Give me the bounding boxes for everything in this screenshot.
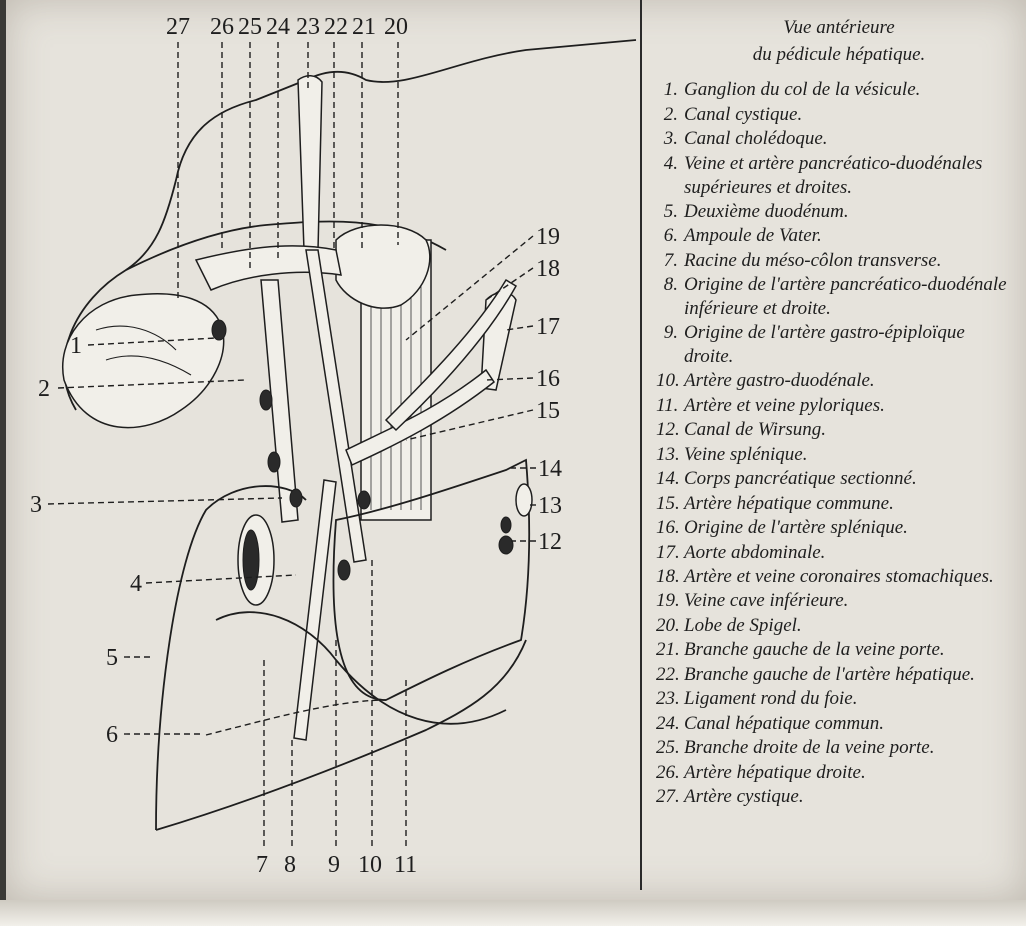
- label-14: 14: [538, 456, 562, 482]
- label-2: 2: [38, 376, 50, 402]
- label-20: 20: [384, 14, 408, 40]
- book-page: 27 26 25 24 23 22 21 20 1 2 3 4 5 6 19 1…: [6, 0, 1026, 900]
- gastroduodenal-artery: [294, 480, 336, 740]
- label-26: 26: [210, 14, 234, 40]
- right-labels: 19 18 17 16 15 14 13 12: [536, 224, 562, 555]
- legend-item: 22.Branche gauche de l'artère hépatique.: [656, 663, 1016, 688]
- label-5: 5: [106, 645, 118, 671]
- legend-item: 24.Canal hépatique commun.: [656, 712, 1016, 737]
- caption-line-1: Vue antérieure: [662, 14, 1016, 41]
- legend-item: 8.Origine de l'artère pancréatico-duodén…: [656, 273, 1016, 321]
- legend-list: 1.Ganglion du col de la vésicule. 2.Cana…: [656, 78, 1016, 810]
- gallbladder: [63, 294, 224, 428]
- label-7: 7: [256, 852, 268, 878]
- splenic-vein-section: [516, 484, 532, 516]
- legend-item: 13.Veine splénique.: [656, 443, 1016, 468]
- label-27: 27: [166, 14, 190, 40]
- legend-item: 6.Ampoule de Vater.: [656, 224, 1016, 249]
- label-23: 23: [296, 14, 320, 40]
- legend-item: 21.Branche gauche de la veine porte.: [656, 638, 1016, 663]
- legend-item: 10.Artère gastro-duodénale.: [656, 369, 1016, 394]
- label-12: 12: [538, 529, 562, 555]
- label-3: 3: [30, 492, 42, 518]
- figure-legend: Vue antérieure du pédicule hépatique. 1.…: [656, 14, 1016, 810]
- legend-item: 2.Canal cystique.: [656, 103, 1016, 128]
- legend-item: 5.Deuxième duodénum.: [656, 200, 1016, 225]
- label-11: 11: [394, 852, 417, 878]
- label-16: 16: [536, 366, 560, 392]
- legend-item: 23.Ligament rond du foie.: [656, 687, 1016, 712]
- legend-item: 11.Artère et veine pyloriques.: [656, 394, 1016, 419]
- label-18: 18: [536, 256, 560, 282]
- label-4: 4: [130, 571, 142, 597]
- label-17: 17: [536, 314, 560, 340]
- label-9: 9: [328, 852, 340, 878]
- label-6: 6: [106, 722, 118, 748]
- legend-item: 25.Branche droite de la veine porte.: [656, 736, 1016, 761]
- legend-item: 15.Artère hépatique commune.: [656, 492, 1016, 517]
- legend-item: 3.Canal cholédoque.: [656, 127, 1016, 152]
- page-bottom-edge: [0, 900, 1026, 926]
- label-10: 10: [358, 852, 382, 878]
- legend-item: 12.Canal de Wirsung.: [656, 418, 1016, 443]
- label-22: 22: [324, 14, 348, 40]
- round-ligament: [298, 76, 322, 250]
- caption-line-2: du pédicule hépatique.: [662, 41, 1016, 68]
- legend-item: 14.Corps pancréatique sectionné.: [656, 467, 1016, 492]
- label-21: 21: [352, 14, 376, 40]
- legend-item: 27.Artère cystique.: [656, 785, 1016, 810]
- legend-item: 19.Veine cave inférieure.: [656, 589, 1016, 614]
- label-8: 8: [284, 852, 296, 878]
- label-25: 25: [238, 14, 262, 40]
- figure-frame-line: [640, 0, 642, 890]
- label-15: 15: [536, 398, 560, 424]
- anatomical-illustration: 27 26 25 24 23 22 21 20 1 2 3 4 5 6 19 1…: [6, 0, 646, 900]
- label-1: 1: [70, 333, 82, 359]
- duodenum: [156, 486, 306, 830]
- legend-item: 1.Ganglion du col de la vésicule.: [656, 78, 1016, 103]
- legend-item: 16.Origine de l'artère splénique.: [656, 516, 1016, 541]
- legend-item: 4.Veine et artère pancréatico-duodénales…: [656, 152, 1016, 200]
- legend-item: 9.Origine de l'artère gastro-épiploïque …: [656, 321, 1016, 369]
- legend-item: 18.Artère et veine coronaires stomachiqu…: [656, 565, 1016, 589]
- bottom-labels: 7 8 9 10 11: [256, 852, 417, 878]
- legend-item: 7.Racine du méso-côlon transverse.: [656, 249, 1016, 274]
- label-13: 13: [538, 493, 562, 519]
- wirsung-duct-section: [499, 536, 513, 554]
- label-24: 24: [266, 14, 290, 40]
- top-labels: 27 26 25 24 23 22 21 20: [166, 14, 408, 40]
- legend-item: 20.Lobe de Spigel.: [656, 614, 1016, 639]
- legend-item: 26.Artère hépatique droite.: [656, 761, 1016, 786]
- label-19: 19: [536, 224, 560, 250]
- legend-item: 17.Aorte abdominale.: [656, 541, 1016, 566]
